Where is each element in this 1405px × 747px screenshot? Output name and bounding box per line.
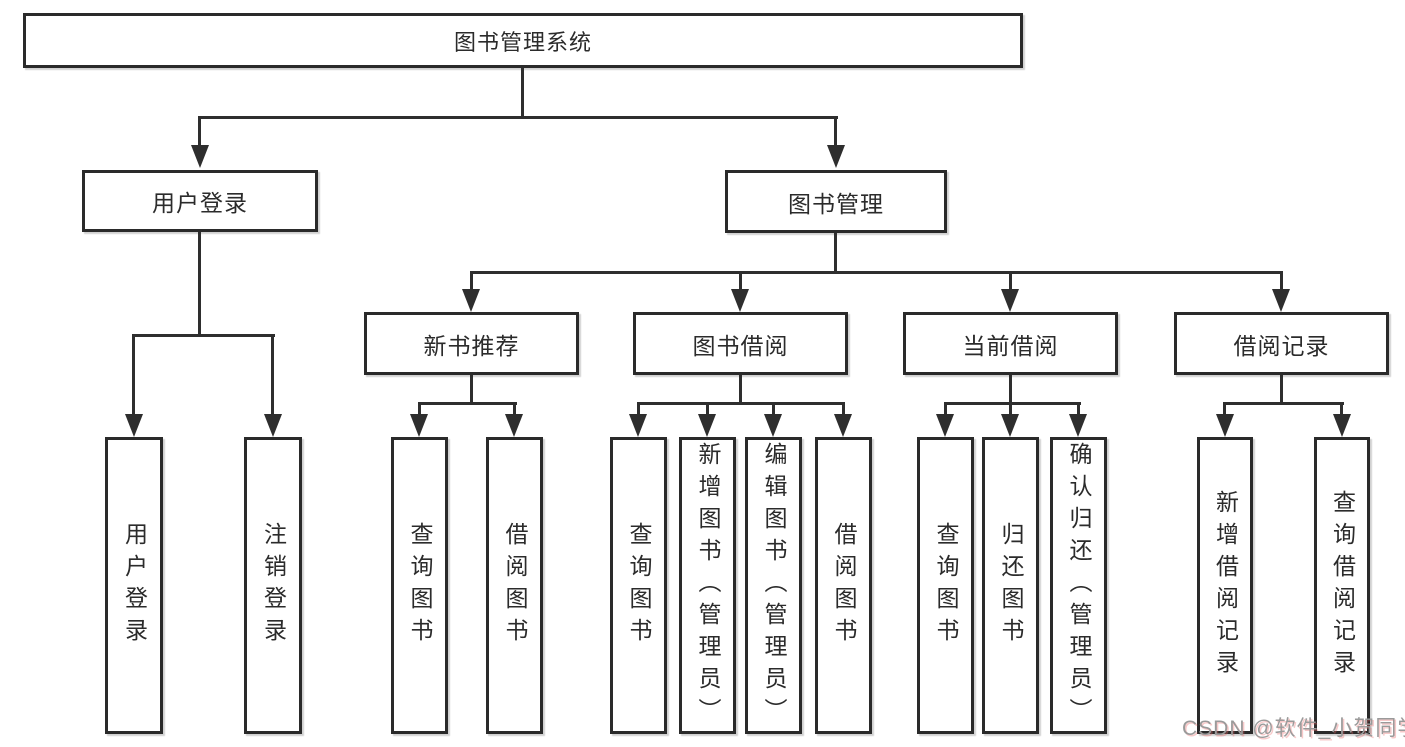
arrow-down (125, 414, 143, 437)
connector-userlogin-bar (132, 334, 275, 337)
arrow-down (1001, 289, 1019, 312)
arrow-down (936, 414, 954, 437)
connector-level3-branch (1009, 271, 1012, 291)
arrow-down (191, 145, 209, 168)
node-current-borrowing: 当前借阅 (903, 312, 1118, 375)
leaf-label: 查询图书 (626, 521, 652, 650)
node-borrowing-records: 借阅记录 (1174, 312, 1389, 375)
leaf-newrec-borrow-books: 借阅图书 (486, 437, 543, 734)
leaf-label: 查询图书 (933, 521, 959, 650)
node-user-login: 用户登录 (82, 170, 318, 232)
arrow-down (764, 414, 782, 437)
connector-root-stem (521, 68, 524, 119)
connector-level3-branch (1280, 271, 1283, 291)
connector-borrow-bar (637, 402, 845, 405)
connector-borrow-branch (772, 402, 775, 416)
connector-userlogin-stem (198, 232, 201, 337)
connector-level2-bar (199, 116, 838, 119)
arrow-down (410, 414, 428, 437)
leaf-label: 借阅图书 (831, 521, 857, 650)
arrow-down (462, 289, 480, 312)
arrow-down (834, 414, 852, 437)
leaf-borrow-edit-books: 编辑图书（管理员） (745, 437, 802, 734)
connector-borrow-branch (706, 402, 709, 416)
connector-current-branch (1009, 402, 1012, 416)
leaf-user-login: 用户登录 (105, 437, 163, 734)
connector-newrec-bar (418, 402, 517, 405)
leaf-label: 注销登录 (260, 521, 287, 650)
connector-level3-branch (470, 271, 473, 291)
arrow-down (1216, 414, 1234, 437)
arrow-down (731, 289, 749, 312)
connector-level3-bar (470, 271, 1283, 274)
connector-current-branch (1077, 402, 1080, 416)
leaf-label: 确认归还（管理员） (1066, 441, 1092, 730)
leaf-label: 新增借阅记录 (1212, 489, 1239, 682)
leaf-borrow-borrow-books: 借阅图书 (815, 437, 872, 734)
node-book-borrowing: 图书借阅 (633, 312, 848, 375)
node-root: 图书管理系统 (23, 13, 1023, 68)
connector-newrec-branch (418, 402, 421, 416)
connector-borrow-branch (842, 402, 845, 416)
connector-records-stem (1280, 375, 1283, 404)
connector-userlogin-branch (271, 334, 274, 416)
arrow-down (1001, 414, 1019, 437)
leaf-label: 查询图书 (407, 521, 433, 650)
connector-records-branch (1340, 402, 1343, 416)
leaf-current-confirm-return: 确认归还（管理员） (1050, 437, 1107, 734)
leaf-current-return-books: 归还图书 (982, 437, 1039, 734)
leaf-label: 借阅图书 (502, 521, 528, 650)
connector-current-branch (944, 402, 947, 416)
arrow-down (698, 414, 716, 437)
node-book-management: 图书管理 (725, 170, 947, 233)
arrow-down (1069, 414, 1087, 437)
connector-userlogin-branch (132, 334, 135, 416)
leaf-newrec-query-books: 查询图书 (391, 437, 448, 734)
leaf-label: 查询借阅记录 (1329, 489, 1356, 682)
leaf-current-query-books: 查询图书 (917, 437, 974, 734)
connector-records-bar (1223, 402, 1344, 405)
arrow-down (1333, 414, 1351, 437)
connector-current-bar (944, 402, 1081, 405)
leaf-label: 用户登录 (121, 521, 148, 650)
leaf-records-add-record: 新增借阅记录 (1197, 437, 1253, 734)
connector-level2-right-stem (834, 116, 837, 147)
connector-bookmgmt-stem (834, 233, 837, 274)
connector-borrow-branch (637, 402, 640, 416)
leaf-label: 编辑图书（管理员） (761, 441, 787, 730)
arrow-down (629, 414, 647, 437)
leaf-borrow-add-books: 新增图书（管理员） (679, 437, 736, 734)
leaf-label: 归还图书 (998, 521, 1024, 650)
arrow-down (827, 145, 845, 168)
connector-borrow-stem (739, 375, 742, 404)
connector-level2-left-stem (198, 116, 201, 147)
connector-level3-branch (739, 271, 742, 291)
node-new-book-recommend: 新书推荐 (364, 312, 579, 375)
connector-newrec-stem (470, 375, 473, 404)
leaf-logout: 注销登录 (244, 437, 302, 734)
connector-current-stem (1009, 375, 1012, 404)
connector-records-branch (1223, 402, 1226, 416)
leaf-records-query-record: 查询借阅记录 (1314, 437, 1370, 734)
leaf-borrow-query-books: 查询图书 (610, 437, 667, 734)
arrow-down (505, 414, 523, 437)
arrow-down (264, 414, 282, 437)
arrow-down (1272, 289, 1290, 312)
leaf-label: 新增图书（管理员） (695, 441, 721, 730)
connector-newrec-branch (513, 402, 516, 416)
